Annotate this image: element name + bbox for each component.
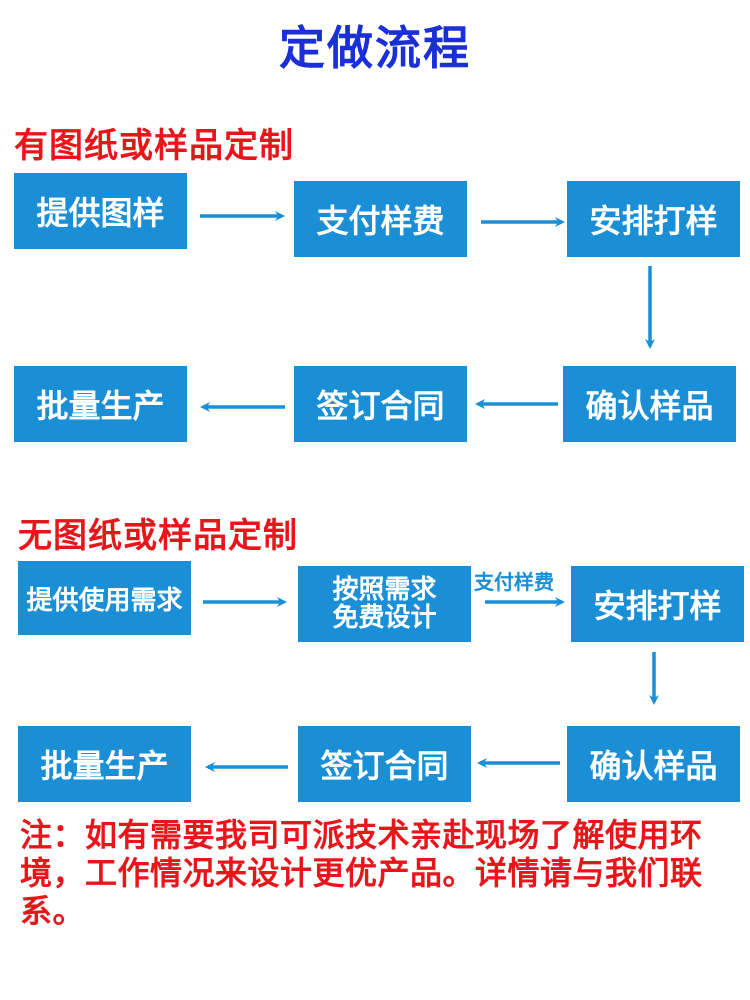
s2-step-label: 确认样品 xyxy=(589,747,718,785)
s1-step-label: 安排打样 xyxy=(589,202,718,240)
section2-heading: 无图纸或样品定制 xyxy=(18,516,298,556)
s1-step-sign-contract: 签订合同 xyxy=(294,366,467,442)
s1-step-label: 签订合同 xyxy=(316,387,445,425)
page-title: 定做流程 xyxy=(279,21,471,75)
s2-step-mass-production: 批量生产 xyxy=(18,726,191,802)
s2-step-label: 提供使用需求 xyxy=(26,585,183,616)
section1-heading: 有图纸或样品定制 xyxy=(14,126,294,166)
s2-step-label-line2: 免费设计 xyxy=(332,603,437,633)
s1-step-label: 提供图样 xyxy=(36,194,165,232)
s1-step-mass-production: 批量生产 xyxy=(14,366,187,442)
s1-step-confirm-sample: 确认样品 xyxy=(563,366,736,442)
s2-step-label: 签订合同 xyxy=(320,747,449,785)
s1-step-arrange-sampling: 安排打样 xyxy=(567,181,740,257)
s1-step-label: 支付样费 xyxy=(316,202,445,240)
s1-step-label: 确认样品 xyxy=(585,387,714,425)
s2-arrow-label-pay-fee: 支付样费 xyxy=(474,570,554,594)
s2-step-free-design: 按照需求 免费设计 xyxy=(298,566,471,642)
footnote: 注：如有需要我司可派技术亲赴现场了解使用环境，工作情况来设计更优产品。详情请与我… xyxy=(20,816,703,930)
s1-step-provide-drawing: 提供图样 xyxy=(14,173,187,249)
s1-step-pay-sample-fee: 支付样费 xyxy=(294,181,467,257)
s2-step-provide-requirements: 提供使用需求 xyxy=(18,561,191,635)
s1-step-label: 批量生产 xyxy=(36,387,165,425)
s2-step-label: 批量生产 xyxy=(40,747,169,785)
s2-step-label-line1: 按照需求 xyxy=(332,575,437,605)
s2-step-arrange-sampling: 安排打样 xyxy=(571,566,744,642)
s2-step-label: 安排打样 xyxy=(593,587,722,625)
s2-step-confirm-sample: 确认样品 xyxy=(567,726,740,802)
s2-step-sign-contract: 签订合同 xyxy=(298,726,471,802)
